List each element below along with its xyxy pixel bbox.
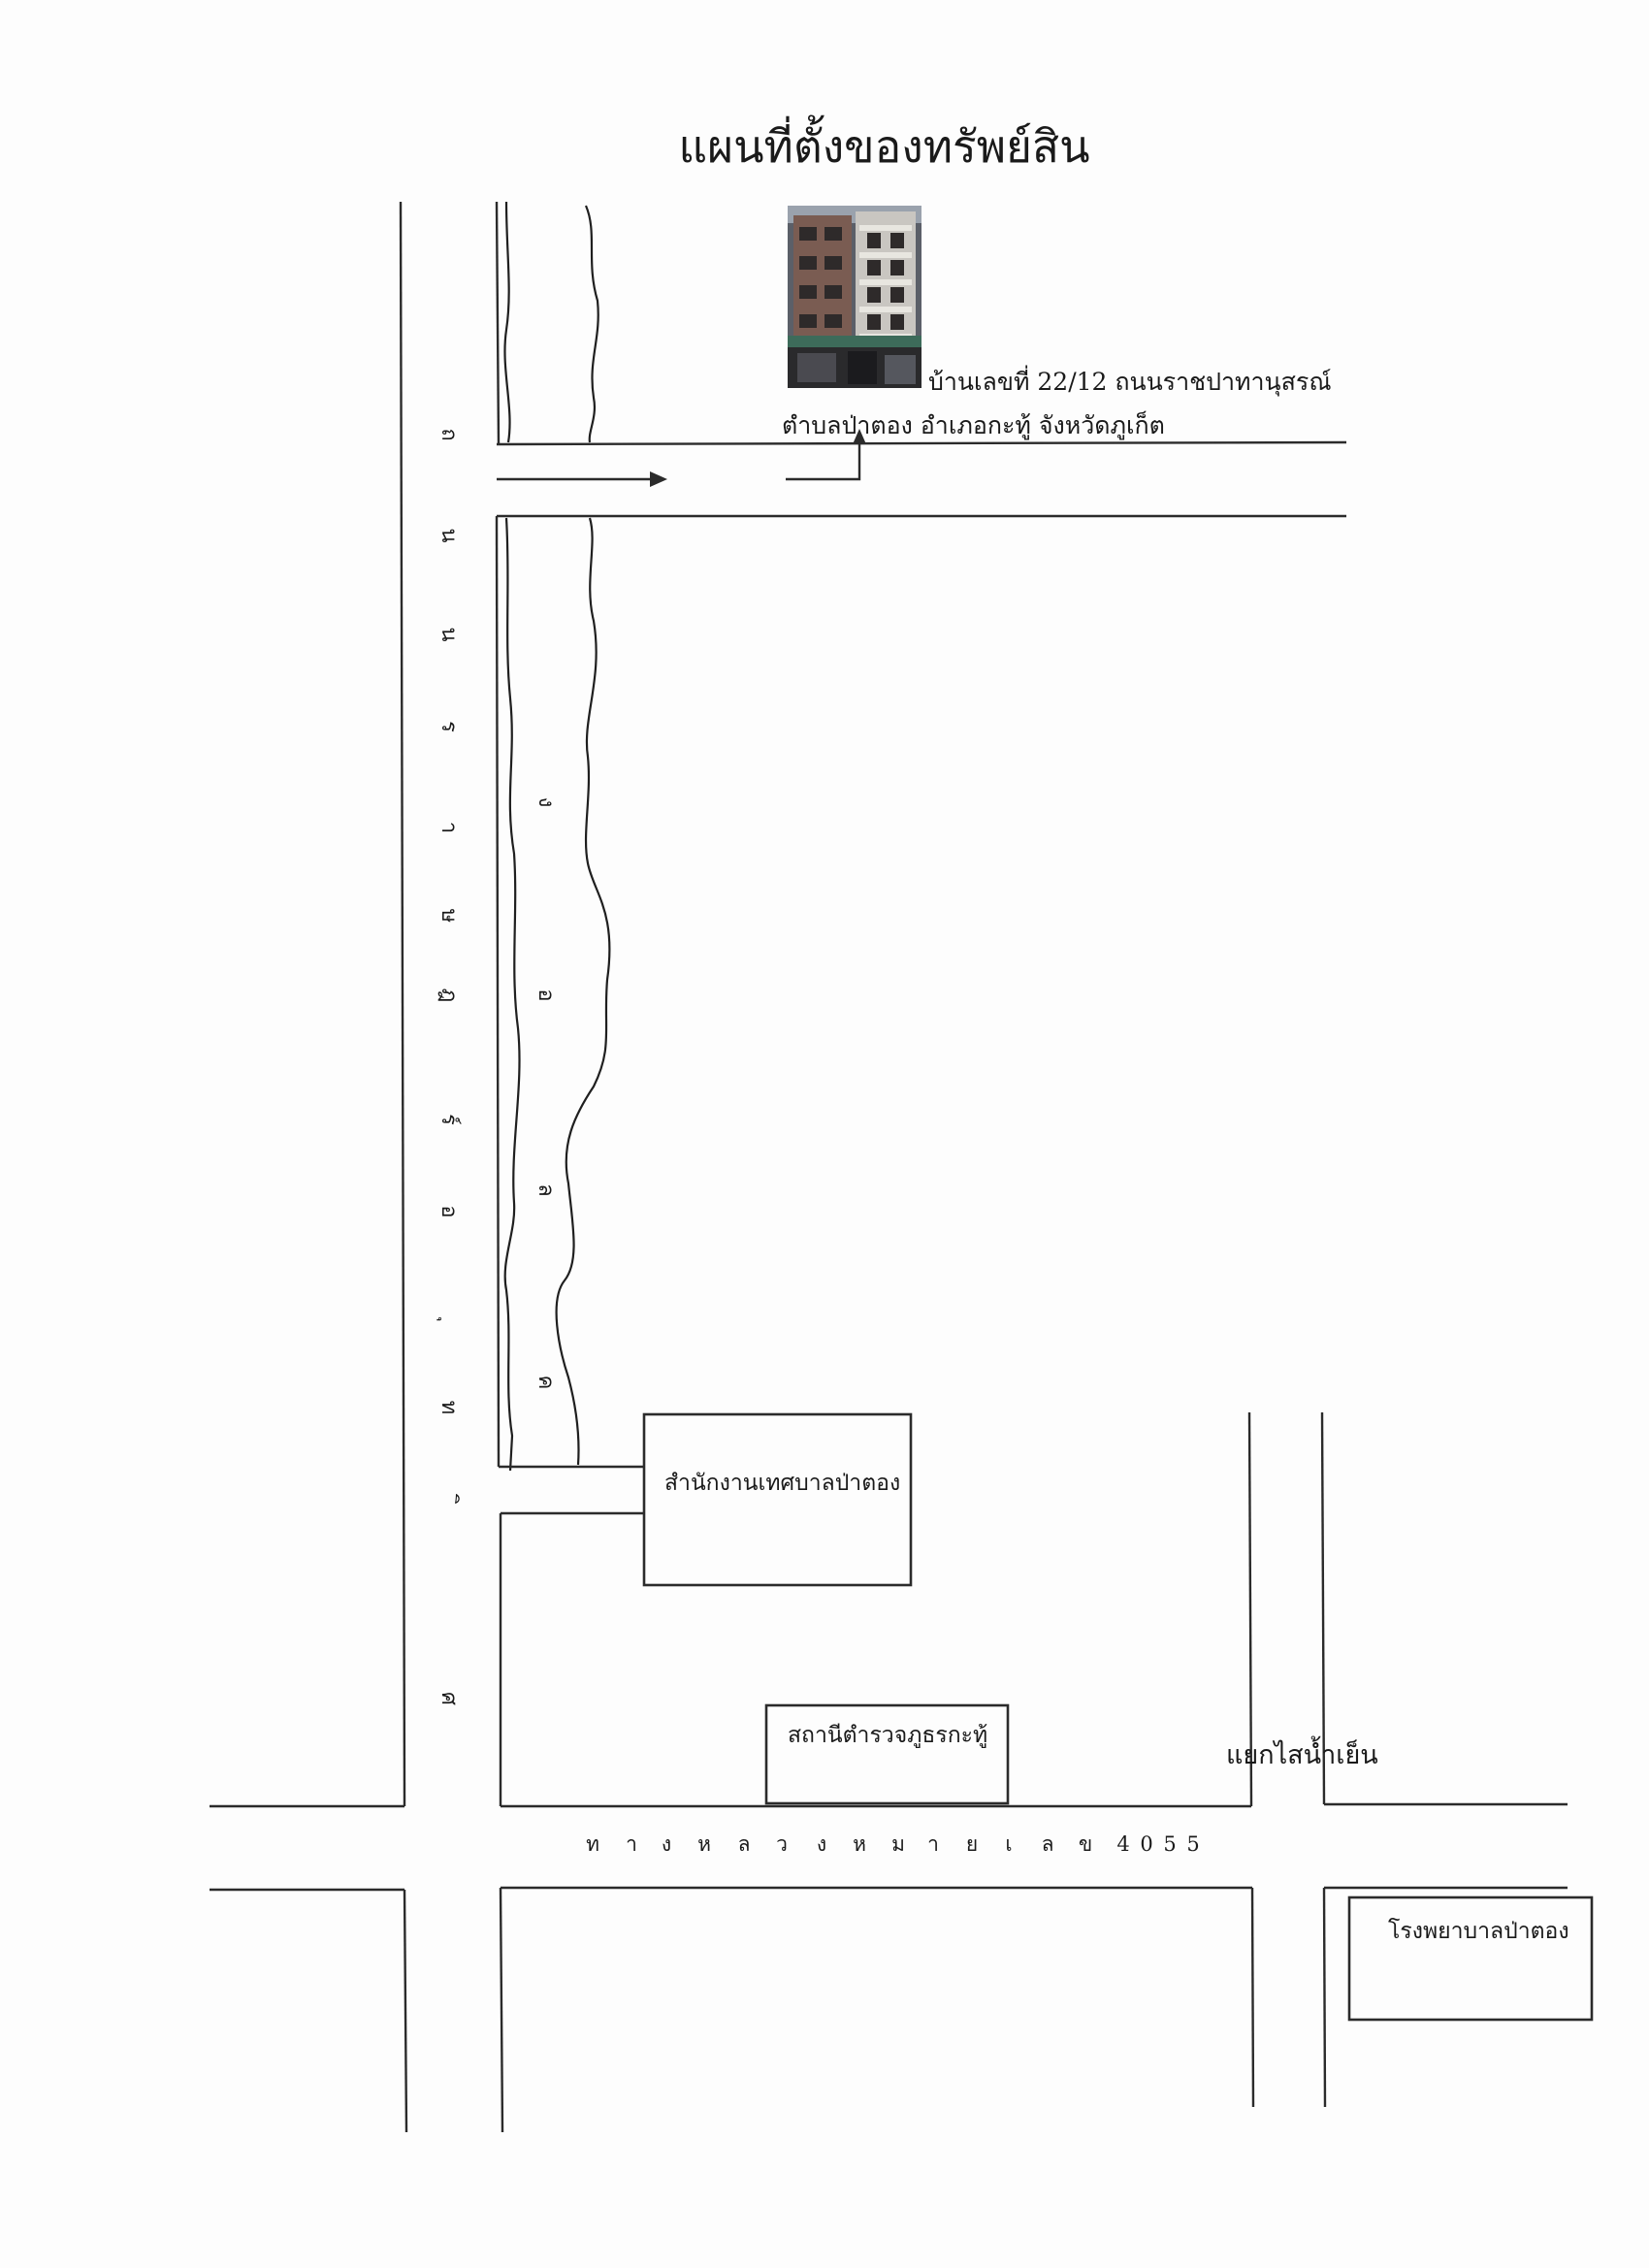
highway-label-char: 4	[1116, 1832, 1130, 1856]
property-address-line2: ตำบลป่าตอง อำเภอกะทู้ จังหวัดภูเก็ต	[782, 411, 1165, 439]
hospital-box	[1347, 1895, 1594, 2022]
road-office-soi	[499, 1465, 644, 1806]
road-sai-nam-yen	[1247, 1411, 1326, 1807]
road-property-soi	[496, 440, 1347, 518]
property-address-line1: บ้านเลขที่ 22/12 ถนนราชปาทานุสรณ์	[928, 368, 1332, 396]
highway-label-char: ง	[816, 1832, 827, 1856]
road-label-char: ร์	[436, 1114, 461, 1125]
road-label-char: ิ	[437, 1486, 459, 1525]
road-label-char: ท	[436, 1400, 461, 1415]
highway-label-char: า	[626, 1832, 637, 1856]
highway-label-char: ห	[697, 1832, 711, 1856]
road-label-char: น	[436, 627, 461, 642]
map-title: แผนที่ตั้งของทรัพย์สิน	[678, 120, 1090, 173]
highway-label-char: ล	[1041, 1832, 1054, 1856]
road-label-char: น	[436, 528, 461, 543]
highway-label-char: ท	[586, 1832, 599, 1856]
road-label-char: อ	[436, 1205, 461, 1218]
road-label-char: า	[436, 821, 461, 834]
highway-label-char: 0	[1140, 1832, 1153, 1856]
highway-label-char: ย	[965, 1832, 979, 1856]
building-photo	[788, 206, 922, 388]
canal-label-char: อ	[534, 988, 558, 1002]
canal-label-char: ง	[534, 796, 558, 808]
road-highway-4055	[210, 1802, 1568, 2133]
canal-label-char: ค	[534, 1375, 558, 1390]
highway-label-char: ง	[661, 1832, 672, 1856]
canal	[503, 201, 611, 1472]
road-label-char: ฎ	[436, 988, 461, 1003]
canal-label-char: ล	[534, 1183, 558, 1197]
road-rat-uthit	[399, 201, 501, 1807]
highway-label-char: ล	[737, 1832, 751, 1856]
highway-label-char: ข	[1078, 1832, 1093, 1856]
highway-label-char: ม	[891, 1832, 905, 1856]
highway-label-char: 5	[1186, 1832, 1200, 1856]
route-arrow	[497, 471, 667, 487]
municipal-office-label: สำนักงานเทศบาลป่าตอง	[664, 1471, 901, 1496]
highway-label-char: 5	[1163, 1832, 1177, 1856]
road-label-char: ษ	[436, 908, 461, 923]
road-label-char: ุ	[437, 1303, 459, 1342]
municipal-office-box	[642, 1412, 913, 1587]
police-station-box	[764, 1703, 1010, 1805]
police-station-label: สถานีตำรวจภูธรกะทู้	[788, 1723, 988, 1748]
highway-label-char: า	[927, 1832, 939, 1856]
road-label-char: ถ	[436, 428, 461, 441]
access-arrow	[786, 429, 866, 481]
road-label-char: ศ	[436, 1692, 461, 1705]
highway-label-char: ว	[776, 1832, 788, 1856]
highway-label-char: ห	[853, 1832, 866, 1856]
road-label-char: ร	[436, 721, 461, 732]
junction-label: แยกไสน้ำเย็น	[1226, 1740, 1378, 1770]
hospital-label: โรงพยาบาลป่าตอง	[1388, 1919, 1569, 1944]
highway-label-char: เ	[1005, 1832, 1013, 1856]
